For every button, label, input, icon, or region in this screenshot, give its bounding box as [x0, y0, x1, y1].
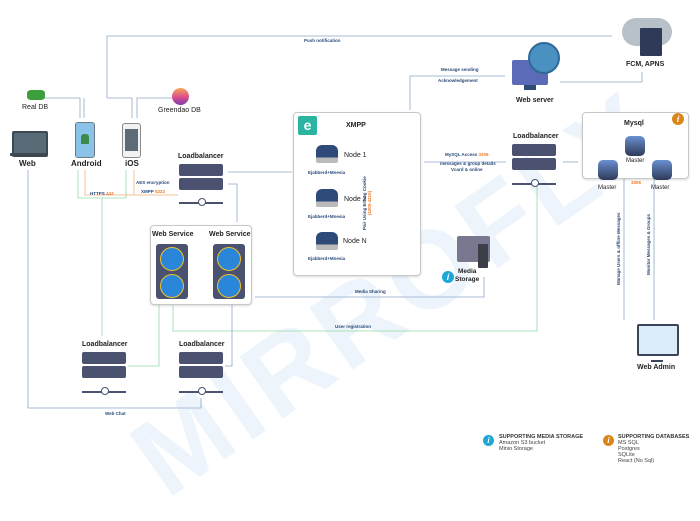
- ios-label: iOS: [125, 159, 139, 168]
- media-storage-label-1: Media: [458, 268, 477, 275]
- greendao-db-icon: [172, 88, 189, 105]
- ejabberd-logo-icon: e: [298, 116, 317, 135]
- media-storage-label-2: Storage: [455, 276, 480, 283]
- nodeN-label: Node N: [343, 238, 367, 245]
- web-admin-label: Web Admin: [637, 364, 676, 371]
- legend-media-info-icon: i: [483, 435, 494, 446]
- loadbalancer-bottom-left-label: Loadbalancer: [82, 341, 128, 348]
- master-label-right: Master: [651, 185, 670, 191]
- media-sharing-label: Media Sharing: [355, 289, 386, 294]
- web-label: Web: [19, 159, 36, 168]
- legend-media-item: Minio Storage: [499, 446, 533, 452]
- globe-icon: [528, 42, 560, 74]
- web-server-label: Web server: [516, 97, 554, 104]
- xmpp-node2-server-icon: [316, 189, 338, 207]
- fcm-apns-label: FCM, APNS: [626, 61, 665, 68]
- mysql-master-db-icon-left: [598, 160, 618, 180]
- legend-media-item: Amazon S3 bucket: [499, 440, 546, 446]
- xmpp-cluster-box: [293, 112, 421, 276]
- web-chat-line: [27, 170, 202, 409]
- xmpp-port-label: XMPP 5222: [141, 189, 165, 194]
- web-admin-monitor-icon: [637, 324, 679, 356]
- legend-db-item: SQLite: [618, 452, 635, 458]
- ejabberd-label-1: Ejabberd+Mnesia: [308, 170, 346, 175]
- media-info-icon[interactable]: i: [442, 271, 454, 283]
- webserver-xmpp-line: [409, 75, 505, 110]
- legend-db-item: Postgres: [618, 446, 640, 452]
- xmpp-nodeN-server-icon: [316, 232, 338, 250]
- ios-phone-icon: [122, 123, 141, 158]
- messages-group-label: messages & group details: [440, 161, 496, 166]
- android-phone-icon: [75, 122, 95, 158]
- master-label-left: Master: [598, 185, 617, 191]
- monitor-messages-label: Monitor Messages & Groups: [646, 213, 651, 275]
- push-notification-label: Push notification: [304, 38, 341, 43]
- lb-webservice-line: [228, 183, 238, 222]
- web-chat-label: Web Chat: [105, 411, 126, 416]
- media-server-icon: [478, 244, 488, 268]
- cloud-server-icon: [640, 28, 662, 56]
- real-db-label: Real DB: [22, 104, 49, 111]
- ejabberd-label-2: Ejabberd+Mnesia: [308, 214, 346, 219]
- web-service-icon-1: [156, 244, 188, 299]
- legend-db-info-icon: i: [603, 435, 614, 446]
- media-sharing-line: [255, 277, 485, 298]
- message-sending-label: Message sending: [441, 67, 479, 72]
- vcard-online-label: Vcard & online: [451, 167, 483, 172]
- legend-databases-title: SUPPORTING DATABASES: [618, 434, 690, 440]
- master-label-top: Master: [626, 158, 645, 164]
- greendao-ios-line: [136, 97, 172, 118]
- acknowledgement-label: Acknowledgement: [438, 78, 478, 83]
- erlang-cookie-label: Pair Using Erlang Cookie(4200-4210): [362, 176, 372, 230]
- greendao-db-label: Greendao DB: [158, 107, 201, 114]
- node1-label: Node 1: [344, 152, 367, 159]
- mysql-master-db-icon-top: [625, 136, 645, 156]
- laptop-icon: [12, 131, 48, 157]
- fcm-webserver-line: [560, 72, 643, 83]
- user-registration-line: [172, 186, 538, 332]
- https-label: HTTPS 443: [90, 191, 114, 196]
- loadbalancer-top-icon: [179, 164, 223, 191]
- loadbalancer-top-label: Loadbalancer: [178, 153, 224, 160]
- web-service-label-2: Web Service: [209, 231, 251, 238]
- realdb-android-line: [44, 97, 81, 118]
- xmpp-node1-server-icon: [316, 145, 338, 163]
- aes-encryption-label: AES encryption: [136, 180, 170, 185]
- loadbalancer-bottom-left-icon: [82, 352, 126, 379]
- loadbalancer-right-label: Loadbalancer: [513, 133, 559, 140]
- mysql-port-label: 3306: [631, 180, 642, 185]
- user-registration-label: User registration: [335, 324, 372, 329]
- mysql-master-db-icon-right: [652, 160, 672, 180]
- legend-media-title: SUPPORTING MEDIA STORAGE: [499, 434, 584, 440]
- web-service-icon-2: [213, 244, 245, 299]
- xmpp-title: XMPP: [346, 122, 366, 129]
- node2-label: Node 2: [344, 196, 367, 203]
- loadbalancer-bottom-right-icon: [179, 352, 223, 379]
- loadbalancer-right-icon: [512, 144, 556, 171]
- aes-xmpp-line: [84, 170, 178, 196]
- android-label: Android: [71, 159, 102, 168]
- ejabberd-label-3: Ejabberd+Mnesia: [308, 256, 346, 261]
- loadbalancer-bottom-right-label: Loadbalancer: [179, 341, 225, 348]
- legend-db-item: MS SQL: [618, 440, 639, 446]
- push-notification-line: [106, 35, 612, 98]
- legend-databases: SUPPORTING DATABASES MS SQL Postgres SQL…: [618, 434, 689, 464]
- legend-media: SUPPORTING MEDIA STORAGE Amazon S3 bucke…: [499, 434, 583, 452]
- real-db-icon: [27, 90, 45, 100]
- legend-db-item: React (No Sql): [618, 458, 655, 464]
- mysql-title: Mysql: [624, 120, 644, 127]
- web-service-label-1: Web Service: [152, 231, 194, 238]
- manage-users-label: Manage Users & offline Messages: [616, 212, 621, 285]
- mysql-access-label: MySQL Access 3306: [445, 152, 489, 157]
- mysql-info-icon[interactable]: i: [672, 113, 684, 125]
